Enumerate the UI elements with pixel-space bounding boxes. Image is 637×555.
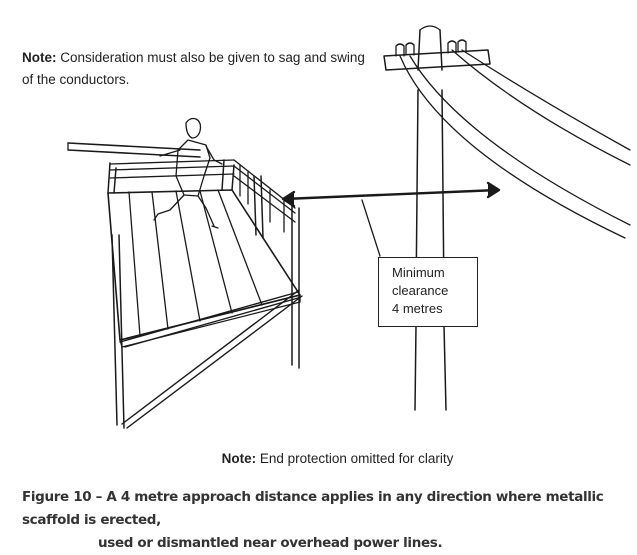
scaffold-platform (108, 190, 300, 347)
leader-line (362, 200, 380, 256)
clearance-line1: Minimum (392, 264, 477, 282)
scaffold-bracing (120, 290, 302, 428)
bottom-note-label: Note: (222, 451, 257, 466)
guard-rails (110, 160, 295, 232)
conductors (400, 50, 630, 238)
clearance-line3: 4 metres (392, 300, 477, 318)
figure-caption: Figure 10 – A 4 metre approach distance … (22, 486, 632, 555)
power-pole (384, 26, 490, 410)
clearance-arrow (283, 183, 499, 206)
clearance-label-box: Minimum clearance 4 metres (378, 257, 478, 327)
worker-figure (68, 119, 222, 229)
clearance-line2: clearance (392, 282, 477, 300)
bottom-note: Note: End protection omitted for clarity (0, 451, 637, 466)
scaffold-illustration (0, 0, 637, 440)
bottom-note-text: End protection omitted for clarity (256, 451, 453, 466)
caption-line1: Figure 10 – A 4 metre approach distance … (22, 489, 603, 528)
